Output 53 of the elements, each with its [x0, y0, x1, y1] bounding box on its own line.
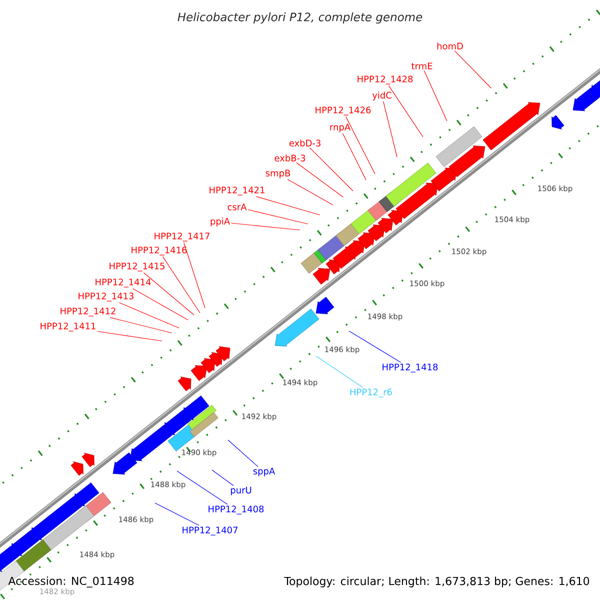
- leader-line: [256, 196, 320, 216]
- leader-line: [348, 330, 402, 363]
- gene-label: purU: [230, 486, 252, 496]
- title: Helicobacter pylori P12, complete genome: [178, 12, 422, 24]
- leader-line: [296, 162, 344, 198]
- gene-label: HPP12_1418: [382, 364, 438, 372]
- leader-line: [154, 502, 200, 526]
- leader-line: [287, 179, 334, 206]
- leader-line: [184, 242, 206, 308]
- gene-label: csrA: [228, 204, 247, 210]
- gene-label: yidC: [372, 92, 392, 100]
- leader-line: [424, 70, 448, 122]
- gene-label: homD: [437, 42, 463, 50]
- gene-label: ppiA: [210, 218, 230, 226]
- leader-line: [230, 222, 300, 230]
- leader-line: [132, 288, 188, 320]
- leader-line: [342, 133, 366, 180]
- leader-line: [316, 356, 363, 388]
- gene-label: HPP12_1408: [208, 506, 264, 514]
- gene-label: HPP12_1414: [96, 278, 151, 288]
- leader-line: [309, 147, 354, 192]
- leader-line: [212, 470, 234, 486]
- gene-label: exbB-3: [274, 154, 306, 162]
- gene-label: HPP12_1417: [154, 232, 210, 242]
- leader-line: [228, 440, 258, 467]
- gene-label: HPP12_1407: [182, 526, 238, 536]
- gene-label: HPP12_1428: [358, 76, 413, 84]
- leader-line: [383, 101, 398, 158]
- accession-text: Accession: NC_011498: [8, 576, 134, 588]
- leader-line: [110, 317, 172, 334]
- gene-label: HPP12_1426: [316, 106, 371, 116]
- gene-label: HPP12_1415: [110, 262, 164, 272]
- leader-line: [162, 256, 200, 314]
- gene-label: HPP12_1412: [60, 308, 116, 316]
- gene-label: HPP12_1411: [40, 322, 96, 332]
- leader-line: [118, 302, 180, 328]
- leader-line: [388, 85, 424, 138]
- gene-label: smpB: [266, 170, 290, 178]
- leader-line: [97, 331, 162, 342]
- gene-label: HPP12_1421: [210, 186, 264, 196]
- gene-label: HPP12_r6: [350, 388, 392, 398]
- genome-info-text: Topology: circular; Length: 1,673,813 bp; Genes: 1,610: [282, 574, 592, 590]
- gene-label: rnpA: [330, 124, 350, 132]
- leader-line: [176, 470, 228, 505]
- leader-line: [346, 116, 376, 174]
- leader-line: [454, 50, 492, 88]
- gene-label: trmE: [411, 62, 432, 70]
- gene-label: HPP12_1416: [132, 246, 187, 256]
- gene-label: exbD-3: [289, 140, 320, 146]
- leader-line: [248, 209, 308, 224]
- gene-label: HPP12_1413: [78, 292, 134, 302]
- leader-line: [143, 272, 194, 316]
- gene-label: sppA: [253, 468, 276, 476]
